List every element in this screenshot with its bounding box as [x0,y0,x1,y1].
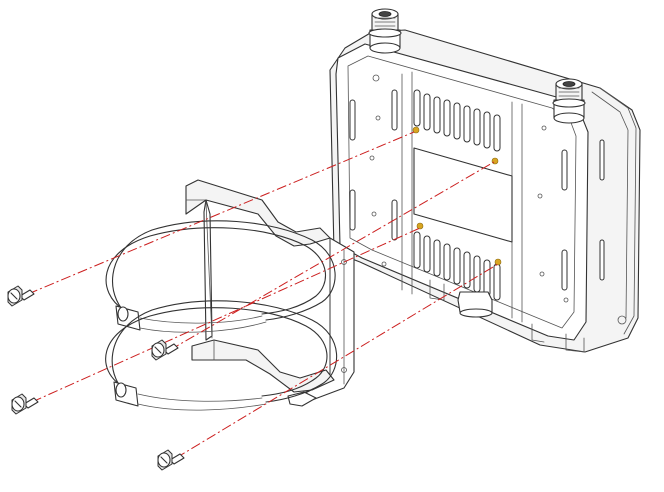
pole-clamp-strap-lower [105,300,338,411]
cooling-fins-lower [413,231,501,301]
outdoor-radio-enclosure [329,29,641,353]
mounting-thread-3 [416,222,424,230]
guide-line-1 [27,131,415,295]
mounting-screw-2 [151,339,179,361]
guide-line-3 [31,227,421,403]
cooling-fins-right [561,139,605,291]
pole-mount-bracket [185,179,355,407]
bracket-top-flange [185,179,331,247]
mounting-screw-1 [7,285,35,307]
bracket-bottom-flange [191,339,335,393]
mounting-thread-4 [494,258,502,266]
guide-line-4 [175,263,499,459]
pole-clamp-strap-upper [105,220,336,333]
n-type-antenna-connector-2 [552,78,586,124]
central-mounting-plate [413,147,513,243]
cooling-fins-upper [413,89,501,152]
guide-line-2 [169,161,495,351]
cooling-fins-left [349,89,398,241]
mounting-screw-3 [11,393,39,415]
alignment-guide-lines [27,131,499,459]
n-type-antenna-connector-1 [368,8,402,54]
mounting-thread-1 [412,126,420,134]
mounting-screw-4 [157,449,185,471]
